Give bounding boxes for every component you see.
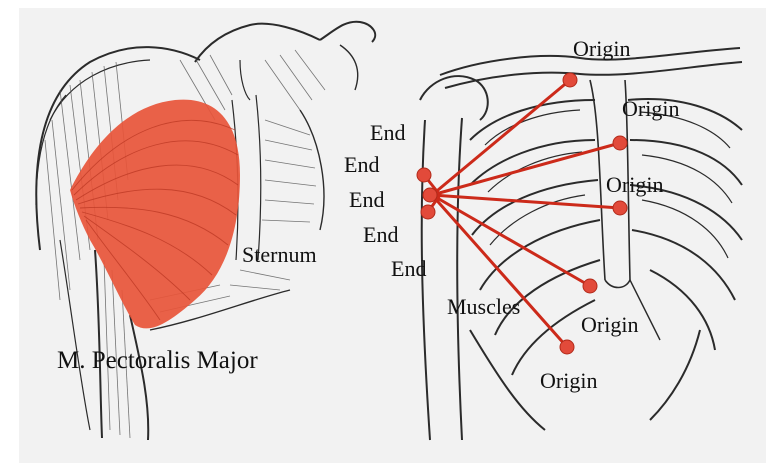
origin-label-1: Origin (573, 38, 630, 60)
origin-label-3: Origin (606, 174, 663, 196)
end-node-3 (421, 205, 435, 219)
origin-label-5: Origin (540, 370, 597, 392)
end-label-2: End (344, 154, 379, 176)
origin-node-2 (613, 136, 627, 150)
origin-node-1 (563, 73, 577, 87)
pectoralis-major-muscle (70, 100, 240, 329)
origin-node-5 (560, 340, 574, 354)
muscles-label: Muscles (447, 296, 520, 318)
end-label-5: End (391, 258, 426, 280)
end-label-4: End (363, 224, 398, 246)
end-nodes (417, 168, 437, 219)
origin-label-2: Origin (622, 98, 679, 120)
sternum-label: Sternum (242, 244, 317, 266)
origin-node-4 (583, 279, 597, 293)
origin-node-3 (613, 201, 627, 215)
muscle-name-label: M. Pectoralis Major (57, 348, 258, 373)
end-label-1: End (370, 122, 405, 144)
end-node-2 (423, 188, 437, 202)
end-node-1 (417, 168, 431, 182)
end-label-3: End (349, 189, 384, 211)
origin-label-4: Origin (581, 314, 638, 336)
